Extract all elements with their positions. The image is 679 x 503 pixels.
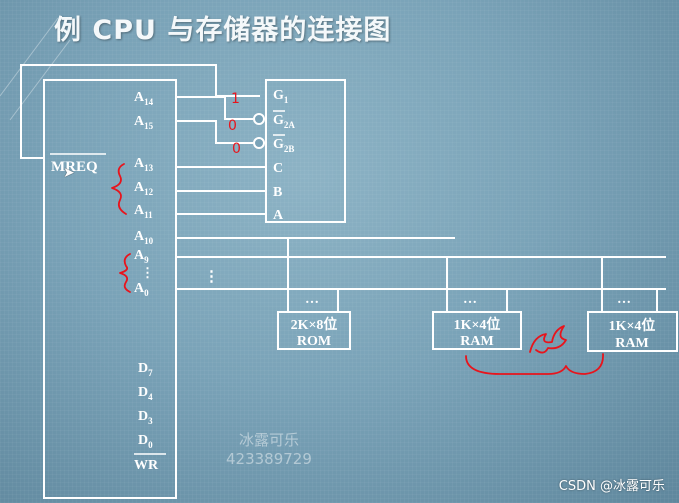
- annotation-brace-a9-a0: [119, 253, 131, 293]
- decoder-pin-b: B: [273, 185, 282, 200]
- rom-dots: …: [305, 292, 319, 307]
- cpu-pin-ellipsis: ⋮: [141, 265, 154, 280]
- rom-chip: [277, 311, 351, 350]
- ram2-dots: …: [617, 292, 631, 307]
- cpu-pin-wr: WR: [134, 458, 159, 473]
- g2b-bubble: [253, 137, 265, 149]
- watermark: 冰露可乐 423389729: [226, 431, 312, 469]
- cpu-pin-a13: A13: [134, 156, 154, 173]
- cpu-pin-d0: D0: [138, 433, 153, 450]
- decoder-pin-a: A: [273, 208, 284, 223]
- annotation-g2b: 0: [232, 141, 241, 157]
- watermark-id: 423389729: [226, 450, 312, 468]
- cpu-pin-a14: A14: [134, 90, 154, 107]
- annotation-brace-a13-a11: [111, 163, 127, 215]
- watermark-name: 冰露可乐: [238, 431, 299, 449]
- a15-wire: [176, 120, 253, 144]
- ram-chip-2: [587, 311, 678, 352]
- annotation-bracket-ram: [465, 353, 604, 375]
- cpu-pin-a15: A15: [134, 114, 154, 131]
- mreq-label: MREQ: [51, 159, 98, 175]
- annotation-g1: 1: [231, 91, 240, 107]
- annotation-squiggle: [529, 325, 567, 354]
- mouse-cursor-icon: ➤: [63, 165, 75, 181]
- decorative-lines: [0, 17, 71, 121]
- ram1-size-label: 1K×4位: [454, 316, 501, 333]
- decoder-pin-g2a: G2A: [273, 113, 295, 130]
- rom-type-label: ROM: [297, 334, 331, 349]
- ram2-size-label: 1K×4位: [609, 317, 656, 334]
- slide-title: 例 CPU 与存储器的连接图: [54, 15, 392, 46]
- cpu-pin-d4: D4: [138, 385, 153, 402]
- a14-wire: [176, 96, 253, 120]
- ram1-dots: …: [463, 292, 477, 307]
- g2a-bubble: [253, 113, 265, 125]
- ram-chip-1: [432, 311, 522, 350]
- cpu-pin-d3: D3: [138, 409, 153, 426]
- cpu-pin-a0: A0: [134, 281, 149, 298]
- cpu-pin-a11: A11: [134, 203, 153, 220]
- red-annotations: [111, 163, 604, 375]
- decoder-pin-c: C: [273, 161, 283, 176]
- decoder-pin-g2b: G2B: [273, 137, 294, 154]
- cpu-pin-d7: D7: [138, 361, 153, 378]
- cpu-pin-a10: A10: [134, 229, 154, 246]
- cpu-pin-a12: A12: [134, 180, 154, 197]
- cpu-pin-a9: A9: [134, 248, 149, 265]
- csdn-credit: CSDN @冰露可乐: [558, 479, 665, 494]
- rom-size-label: 2K×8位: [291, 316, 338, 333]
- annotation-g2a: 0: [228, 118, 237, 134]
- address-bus-ellipsis: ⋮: [204, 269, 219, 285]
- ram2-type-label: RAM: [615, 336, 648, 351]
- ram1-type-label: RAM: [460, 334, 493, 349]
- decoder-pin-g1: G1: [273, 88, 289, 105]
- cpu-box: [43, 79, 177, 499]
- decoder-box: [265, 79, 346, 223]
